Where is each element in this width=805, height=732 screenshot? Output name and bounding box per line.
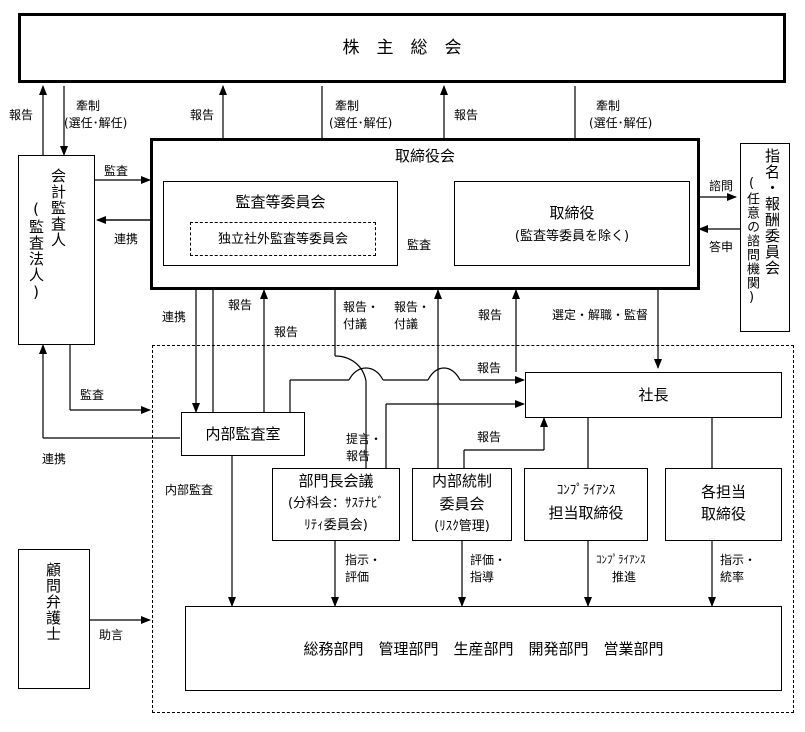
shareholders-meeting-label: 株 主 総 会 xyxy=(342,38,462,58)
independent-committee-box: 独立社外監査等委員会 xyxy=(190,222,376,256)
label-report-a: 報告 xyxy=(9,108,34,122)
label-report-f-1: 報告・ xyxy=(343,300,380,314)
internal-control-line2: 委員会 xyxy=(439,495,485,513)
directors-sub: (監査等委員を除く) xyxy=(514,229,630,244)
label-report-i: 報告 xyxy=(477,361,502,375)
departments-label: 総務部門 管理部門 生産部門 開発部門 営業部門 xyxy=(303,639,664,658)
internal-control-box xyxy=(412,468,512,541)
label-propose-1: 提言・ xyxy=(346,432,383,446)
label-control-c-1: 牽制 xyxy=(596,99,621,113)
label-report-c: 報告 xyxy=(454,108,479,122)
label-control-b-1: 牽制 xyxy=(335,99,360,113)
directors-box xyxy=(454,181,690,266)
label-report-e: 報告 xyxy=(274,325,299,339)
label-instruct-lead-2: 統率 xyxy=(720,570,745,584)
internal-control-line3: (ﾘｽｸ管理) xyxy=(434,519,490,534)
label-report-j: 報告 xyxy=(477,430,502,444)
compliance-line2: 担当取締役 xyxy=(548,504,624,522)
compliance-director-box xyxy=(524,468,648,541)
label-control-a-1: 牽制 xyxy=(76,99,101,113)
president-label: 社長 xyxy=(638,386,669,404)
internal-control-line1: 内部統制 xyxy=(431,472,492,490)
dept-heads-line3: ﾘﾃｨ委員会) xyxy=(304,518,368,533)
accounting-auditor-box xyxy=(18,155,95,345)
label-audit-3: 監査 xyxy=(80,388,105,402)
each-director-line2: 取締役 xyxy=(700,505,746,523)
label-report-g-2: 付議 xyxy=(394,317,419,331)
label-report-b: 報告 xyxy=(190,108,215,122)
accounting-auditor-sub: (監査法人) xyxy=(27,200,45,302)
label-coop-2: 連携 xyxy=(162,310,187,324)
shareholders-meeting-box: 株 主 総 会 xyxy=(18,13,786,83)
line-dept-heads-curve xyxy=(334,355,367,382)
label-coop-1: 連携 xyxy=(114,232,139,246)
label-instruct-1: 指示・ xyxy=(345,553,382,567)
label-evaluate-2: 指導 xyxy=(470,570,495,584)
label-evaluate-1: 評価・ xyxy=(470,553,507,567)
compliance-line1: ｺﾝﾌﾟﾗｲｱﾝｽ xyxy=(556,483,616,498)
counsel-label: 顧問弁護士 xyxy=(44,562,62,642)
label-report-g-1: 報告・ xyxy=(394,300,431,314)
label-internal-audit: 内部監査 xyxy=(165,483,214,497)
counsel-box xyxy=(18,549,90,689)
label-audit-2: 監査 xyxy=(407,238,432,252)
president-box: 社長 xyxy=(525,372,782,418)
audit-committee-label: 監査等委員会 xyxy=(235,193,326,211)
label-report-h: 報告 xyxy=(478,308,503,322)
dept-heads-line1: 部門長会議 xyxy=(298,472,374,490)
label-consult: 諮問 xyxy=(709,179,734,193)
nomination-committee-label: 指名・報酬委員会 xyxy=(763,148,781,276)
label-instruct-lead-1: 指示・ xyxy=(720,553,757,567)
label-report-d: 報告 xyxy=(228,298,253,312)
dept-heads-line2: (分科会：ｻｽﾃﾅﾋﾞ xyxy=(287,496,385,511)
label-coop-3: 連携 xyxy=(42,452,67,466)
label-answer: 答申 xyxy=(709,240,734,254)
label-control-a-2: (選任･解任) xyxy=(64,116,128,130)
accounting-auditor-label: 会計監査人 xyxy=(49,168,67,248)
directors-label: 取締役 xyxy=(549,204,595,222)
each-director-box xyxy=(665,468,782,541)
label-advice: 助言 xyxy=(99,628,124,642)
label-control-b-2: (選任･解任) xyxy=(329,116,393,130)
each-director-line1: 各担当 xyxy=(700,483,746,501)
line-internal-audit-hop2 xyxy=(427,367,461,381)
line-internal-audit-hop xyxy=(348,367,384,381)
dept-heads-box xyxy=(272,468,400,541)
label-compliance-promo-1: ｺﾝﾌﾟﾗｲｱﾝｽ xyxy=(596,553,646,566)
board-label: 取締役会 xyxy=(394,147,455,165)
label-appoint: 選定・解職・監督 xyxy=(552,308,649,322)
label-compliance-promo-2: 推進 xyxy=(612,570,637,584)
label-propose-2: 報告 xyxy=(346,449,371,463)
executive-area xyxy=(152,345,794,713)
label-control-c-2: (選任･解任) xyxy=(589,116,653,130)
label-audit-1: 監査 xyxy=(104,164,129,178)
independent-committee-label: 独立社外監査等委員会 xyxy=(217,231,348,247)
departments-box: 総務部門 管理部門 生産部門 開発部門 営業部門 xyxy=(185,606,782,691)
label-instruct-2: 評価 xyxy=(345,570,370,584)
nomination-committee-sub: (任意の諮問機関) xyxy=(744,176,759,306)
label-report-f-2: 付議 xyxy=(343,317,368,331)
internal-audit-box: 内部監査室 xyxy=(181,412,305,456)
internal-audit-label: 内部監査室 xyxy=(205,425,281,443)
nomination-committee-box xyxy=(740,143,790,332)
